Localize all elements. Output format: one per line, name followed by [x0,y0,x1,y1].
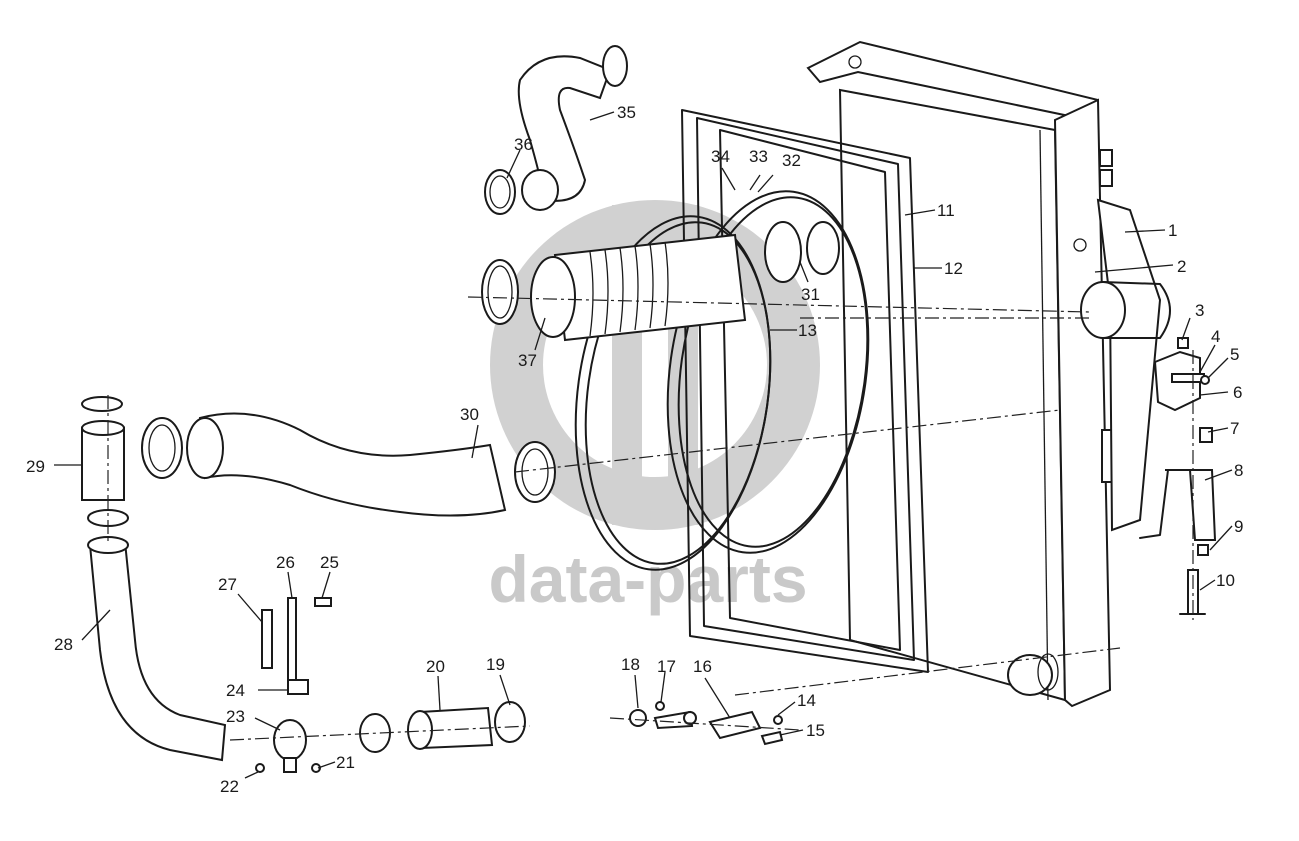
callout-32: 32 [782,151,801,170]
callout-2: 2 [1177,257,1186,276]
callout-27: 27 [218,575,237,594]
callout-19: 19 [486,655,505,674]
callout-33: 33 [749,147,768,166]
callout-29: 29 [26,457,45,476]
callout-36: 36 [514,135,533,154]
callout-6: 6 [1233,383,1242,402]
callout-9: 9 [1234,517,1243,536]
callout-18: 18 [621,655,640,674]
assembly-axis-lines [107,296,1194,741]
callout-30: 30 [460,405,479,424]
callout-21: 21 [336,753,355,772]
callout-labels: 1 2 3 4 5 6 7 8 9 10 11 12 13 14 15 16 1… [26,103,1243,796]
callout-35: 35 [617,103,636,122]
callout-34: 34 [711,147,730,166]
callout-8: 8 [1234,461,1243,480]
callout-28: 28 [54,635,73,654]
callout-10: 10 [1216,571,1235,590]
callout-23: 23 [226,707,245,726]
callout-24: 24 [226,681,245,700]
callout-16: 16 [693,657,712,676]
callout-1: 1 [1168,221,1177,240]
callout-15: 15 [806,721,825,740]
callout-7: 7 [1230,419,1239,438]
callout-12: 12 [944,259,963,278]
callout-17: 17 [657,657,676,676]
upper-hose [484,45,628,215]
lower-fittings [255,597,526,773]
right-mount-parts [1139,337,1217,615]
callout-14: 14 [797,691,816,710]
mount-links [629,653,1059,746]
watermark-text: data-parts [488,542,807,616]
callout-4: 4 [1211,327,1220,346]
callout-31: 31 [801,285,820,304]
elbow-hose [87,536,227,762]
side-bracket [1080,198,1171,532]
callout-11: 11 [937,201,955,220]
callout-37: 37 [518,351,537,370]
callout-26: 26 [276,553,295,572]
callout-3: 3 [1195,301,1204,320]
callout-22: 22 [220,777,239,796]
sleeve-29 [81,396,129,527]
radiator-core [806,40,1127,708]
charge-air-pipe [141,412,556,517]
callout-13: 13 [798,321,817,340]
callout-20: 20 [426,657,445,676]
seal-rings [574,190,870,571]
bellows-tube [481,221,840,342]
callout-25: 25 [320,553,339,572]
leader-lines [54,111,1233,779]
callout-5: 5 [1230,345,1239,364]
